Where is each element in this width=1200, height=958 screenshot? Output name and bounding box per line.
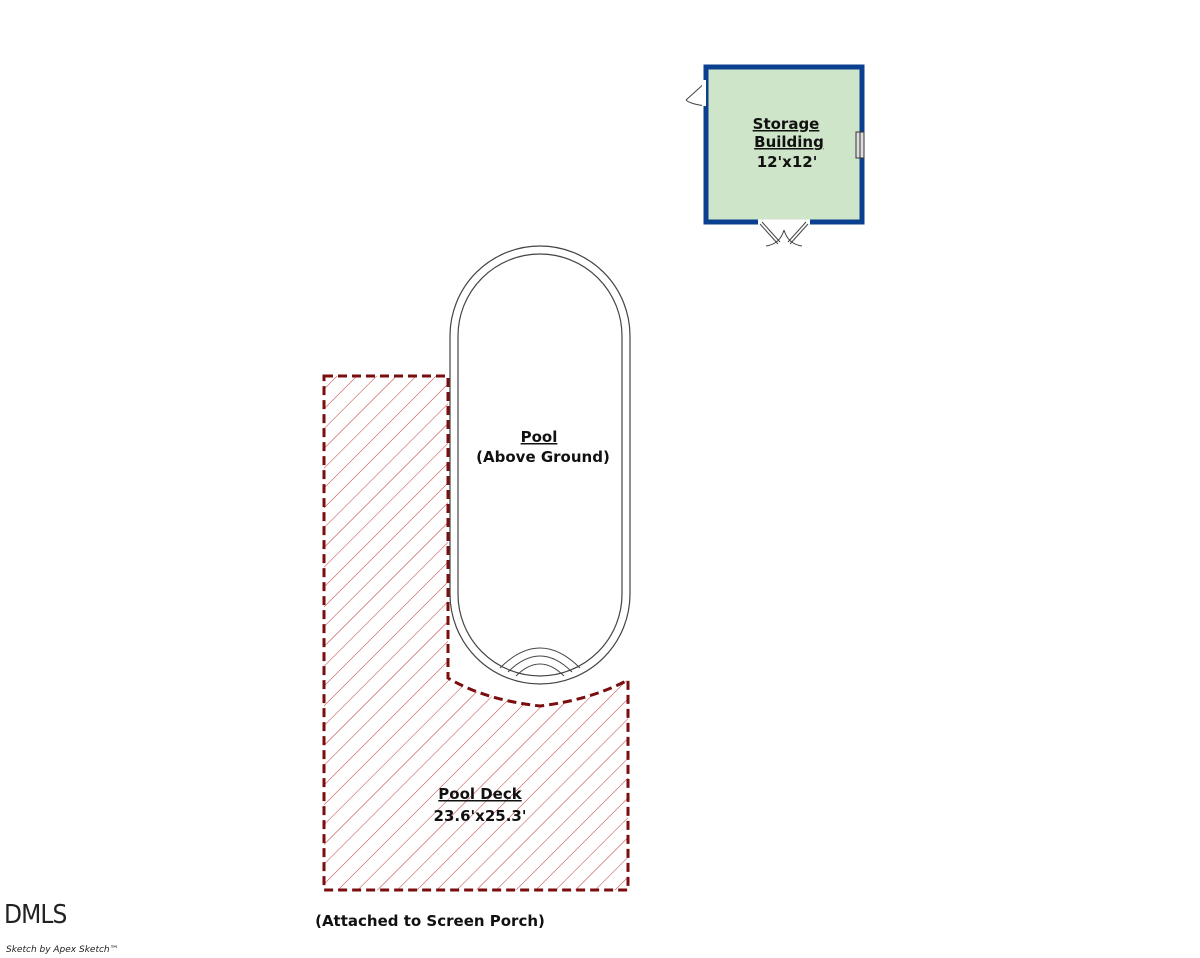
storage-building: Storage Building 12'x12' [685, 64, 865, 247]
storage-window [855, 131, 865, 159]
storage-size: 12'x12' [757, 153, 818, 171]
pool-name: Pool [521, 428, 558, 446]
pool-type: (Above Ground) [476, 448, 610, 466]
storage-name-line1: Storage [753, 115, 820, 133]
pool-deck-area [322, 374, 630, 892]
dmls-watermark: DMLS [4, 900, 67, 930]
pool-deck [322, 374, 630, 892]
pool-deck-name: Pool Deck [438, 785, 522, 803]
storage-double-doors [758, 219, 810, 247]
storage-name-line2: Building [754, 133, 824, 151]
storage-side-door [685, 80, 707, 107]
pool-steps [499, 647, 581, 669]
pool-deck-size: 23.6'x25.3' [434, 807, 527, 825]
pool-outer-edge [449, 245, 631, 685]
sketch-credit: Sketch by Apex Sketch™ [6, 945, 119, 955]
pool-deck-note: (Attached to Screen Porch) [315, 912, 545, 930]
pool [449, 245, 631, 685]
pool-inner-edge [457, 253, 623, 677]
